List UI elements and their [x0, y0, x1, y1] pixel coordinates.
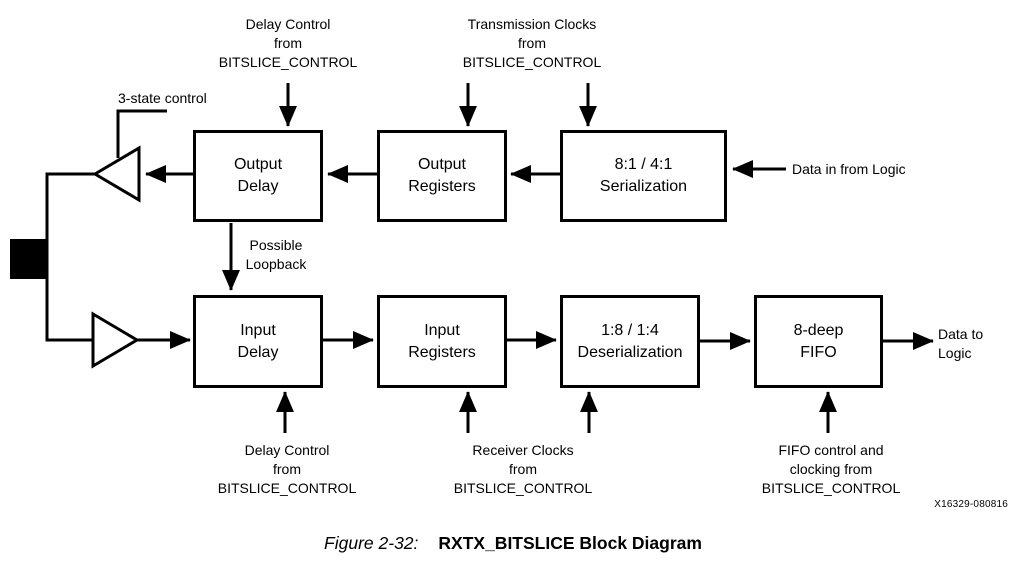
io-pad — [10, 239, 47, 279]
document-id: X16329-080816 — [934, 499, 1008, 510]
figure-caption: Figure 2-32: RXTX_BITSLICE Block Diagram — [0, 533, 1026, 554]
block-output-delay: Output Delay — [193, 130, 323, 222]
figure-title: RXTX_BITSLICE Block Diagram — [438, 533, 702, 553]
block-input-delay: Input Delay — [193, 295, 323, 388]
block-serialization: 8:1 / 4:1 Serialization — [560, 130, 727, 222]
label-transmission-clocks: Transmission Clocks from BITSLICE_CONTRO… — [462, 16, 602, 70]
input-buffer-icon — [91, 311, 140, 369]
label-receiver-clocks: Receiver Clocks from BITSLICE_CONTROL — [453, 442, 593, 496]
wire-three-state-control — [116, 109, 167, 158]
block-deserialization: 1:8 / 1:4 Deserialization — [560, 295, 700, 388]
block-input-registers: Input Registers — [377, 295, 507, 388]
label-three-state-control: 3-state control — [118, 90, 207, 106]
label-possible-loopback: Possible Loopback — [245, 237, 307, 272]
label-data-to-logic: Data to Logic — [938, 326, 984, 361]
label-data-in-from-logic: Data in from Logic — [792, 161, 906, 177]
wire-buffer-to-pad — [45, 172, 95, 342]
block-output-registers: Output Registers — [377, 130, 507, 222]
label-fifo-control: FIFO control and clocking from BITSLICE_… — [761, 442, 901, 496]
label-delay-control-bottom: Delay Control from BITSLICE_CONTROL — [217, 442, 357, 496]
output-buffer-icon — [92, 145, 141, 203]
label-delay-control-top: Delay Control from BITSLICE_CONTROL — [218, 16, 358, 70]
figure-number: Figure 2-32: — [324, 533, 419, 553]
block-fifo: 8-deep FIFO — [754, 295, 883, 388]
